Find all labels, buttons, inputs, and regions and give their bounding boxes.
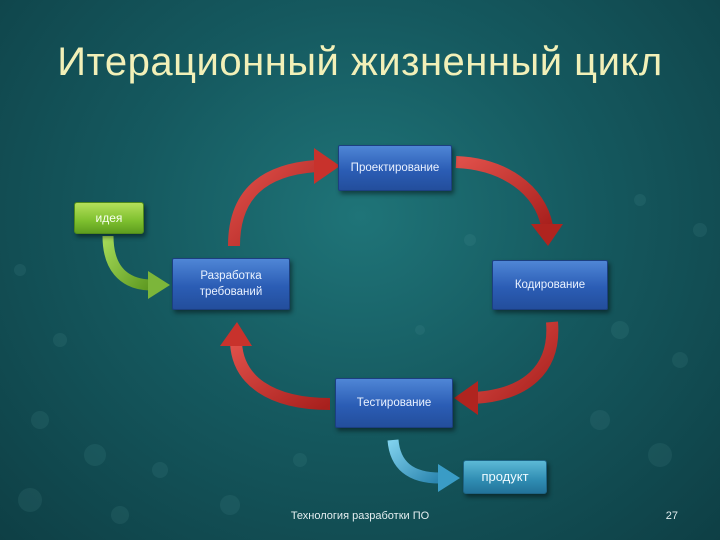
arrow-requirements-to-design: [228, 148, 340, 247]
requirements-label-line1: Разработка: [200, 270, 262, 282]
arrow-testing-to-product: [387, 439, 460, 492]
testing-box: Тестирование: [335, 378, 453, 428]
arrow-coding-to-testing: [454, 321, 559, 415]
requirements-label-line2: требований: [199, 286, 263, 298]
idea-box: идея: [74, 202, 144, 234]
arrow-design-to-coding: [455, 156, 563, 246]
page-number: 27: [665, 510, 678, 522]
arrow-testing-to-requirements: [220, 322, 331, 410]
footer-text: Технология разработки ПО: [290, 510, 430, 522]
requirements-box: Разработка требований: [172, 258, 290, 310]
coding-box: Кодирование: [492, 260, 608, 310]
product-box: продукт: [463, 460, 547, 494]
slide-title: Итерационный жизненный цикл: [57, 40, 663, 84]
design-box: Проектирование: [338, 145, 452, 191]
arrow-idea-to-requirements: [102, 235, 170, 299]
